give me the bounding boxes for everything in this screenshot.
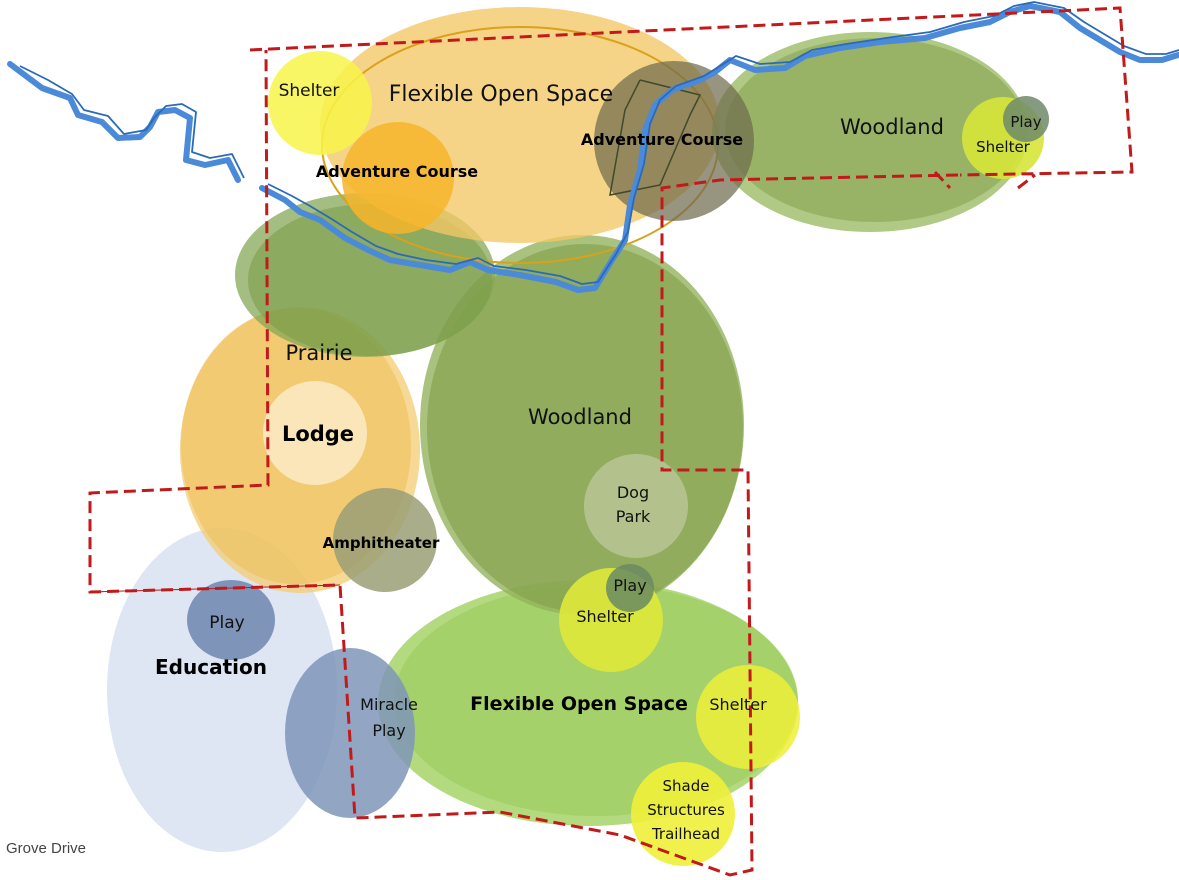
- flexible-open-space-bottom-label: Flexible Open Space: [470, 693, 688, 715]
- woodland-left-zone-core: [248, 204, 492, 356]
- adventure-course-right-route: [609, 79, 702, 196]
- adventure-course-left-zone: [342, 122, 454, 234]
- shade-structures-label-line2: Structures: [647, 801, 725, 819]
- play-ne-zone: [1003, 96, 1049, 142]
- education-zone: [107, 528, 337, 852]
- road-label: Grove Drive: [6, 840, 86, 857]
- site-boundary: [88, 6, 1134, 877]
- shelter-east-zone: [696, 665, 800, 769]
- play-center-zone: [606, 564, 654, 612]
- prairie-label: Prairie: [285, 341, 352, 365]
- amphitheater-zone: [333, 488, 437, 592]
- shade-structures-label-line3: Trailhead: [651, 825, 720, 843]
- miracle-play-label-line1: Miracle: [360, 695, 418, 714]
- play-education-label: Play: [209, 613, 244, 633]
- shelter-nw-label: Shelter: [279, 81, 340, 101]
- play-education-zone: [187, 580, 275, 660]
- flexible-open-space-top-label: Flexible Open Space: [389, 82, 613, 107]
- education-label: Education: [155, 655, 267, 679]
- shade-structures-label-line1: Shade: [663, 777, 710, 795]
- shelter-ne-label: Shelter: [976, 138, 1031, 156]
- lodge-label: Lodge: [282, 422, 354, 446]
- shelter-east-label: Shelter: [709, 695, 767, 714]
- river-secondary: [19, 1, 1179, 285]
- shelter-nw-zone: [268, 51, 372, 155]
- adventure-course-left-label: Adventure Course: [316, 162, 478, 181]
- woodland-ne-label: Woodland: [840, 115, 944, 139]
- dog-park-zone: [584, 454, 688, 558]
- shade-structures-zone: [631, 762, 735, 866]
- shelter-center-label: Shelter: [576, 607, 634, 626]
- site-boundary-thin: [89, 584, 341, 593]
- miracle-play-label-line2: Play: [372, 721, 405, 740]
- dog-park-label-line2: Park: [616, 507, 651, 526]
- flexible-open-space-bottom-zone-halo: [394, 584, 798, 816]
- play-center-label: Play: [613, 576, 646, 595]
- amphitheater-label: Amphitheater: [323, 534, 440, 552]
- dog-park-label-line1: Dog: [617, 483, 649, 502]
- woodland-center-label: Woodland: [528, 405, 632, 429]
- play-ne-label: Play: [1010, 113, 1041, 131]
- adventure-course-right-label: Adventure Course: [581, 130, 743, 149]
- lodge-zone: [263, 381, 367, 485]
